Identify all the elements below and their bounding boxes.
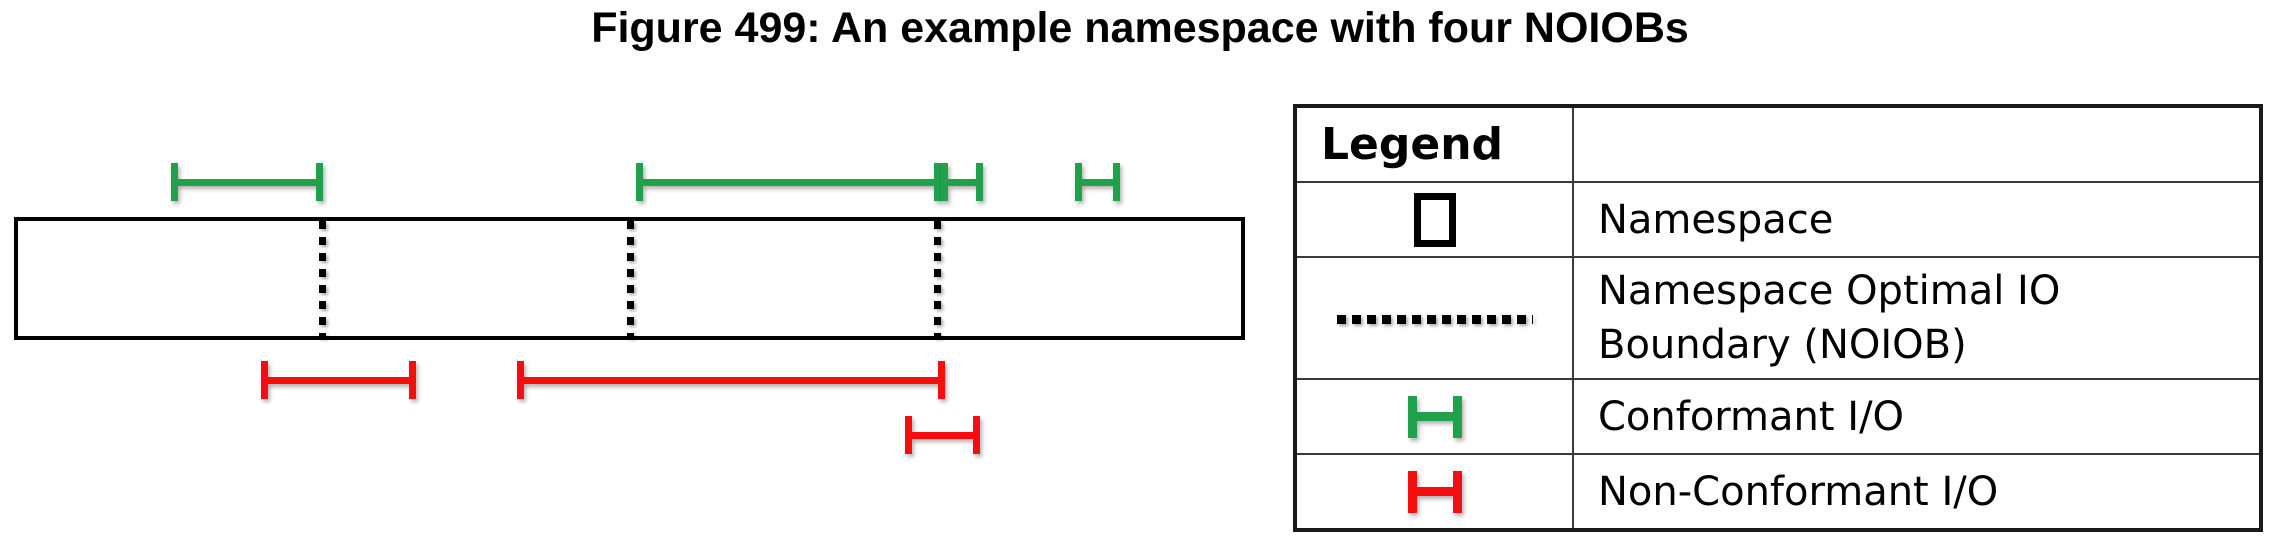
namespace-outline-icon: [1413, 192, 1456, 247]
legend-label-namespace: Namespace: [1572, 181, 2262, 258]
non-conformant-io-icon: [1407, 470, 1462, 513]
legend-header-row: Legend: [1294, 105, 2262, 183]
legend-row-conformant: Conformant I/O: [1294, 378, 2262, 455]
legend-label-noiob: Namespace Optimal IO Boundary (NOIOB): [1598, 268, 2061, 368]
legend-row-noiob: Namespace Optimal IO Boundary (NOIOB): [1294, 256, 2262, 380]
noiob-boundary-3: [934, 221, 941, 338]
conformant-io-bar: [171, 163, 323, 201]
legend-label-conformant: Conformant I/O: [1572, 378, 2262, 455]
noiob-dotted-line-icon: [1336, 314, 1533, 324]
legend-header-empty-cell: [1572, 105, 2262, 183]
legend-header-cell: Legend: [1294, 105, 1574, 183]
conformant-io-icon: [1407, 395, 1462, 438]
noiob-boundary-2: [627, 221, 634, 338]
conformant-io-bar: [1075, 163, 1120, 201]
legend-label-non-conformant: Non-Conformant I/O: [1572, 453, 2262, 531]
non-conformant-io-bar: [261, 361, 416, 399]
non-conformant-io-bar: [905, 416, 980, 454]
conformant-io-bar: [636, 163, 941, 201]
non-conformant-io-bar: [517, 361, 945, 399]
figure-title: Figure 499: An example namespace with fo…: [591, 4, 1689, 52]
noiob-boundary-1: [319, 221, 326, 338]
legend-table: Legend Namespace Namespace Optimal IO Bo…: [1293, 104, 2263, 532]
legend-row-namespace: Namespace: [1294, 181, 2262, 258]
conformant-io-bar: [941, 163, 983, 201]
legend-row-non-conformant: Non-Conformant I/O: [1294, 453, 2262, 531]
